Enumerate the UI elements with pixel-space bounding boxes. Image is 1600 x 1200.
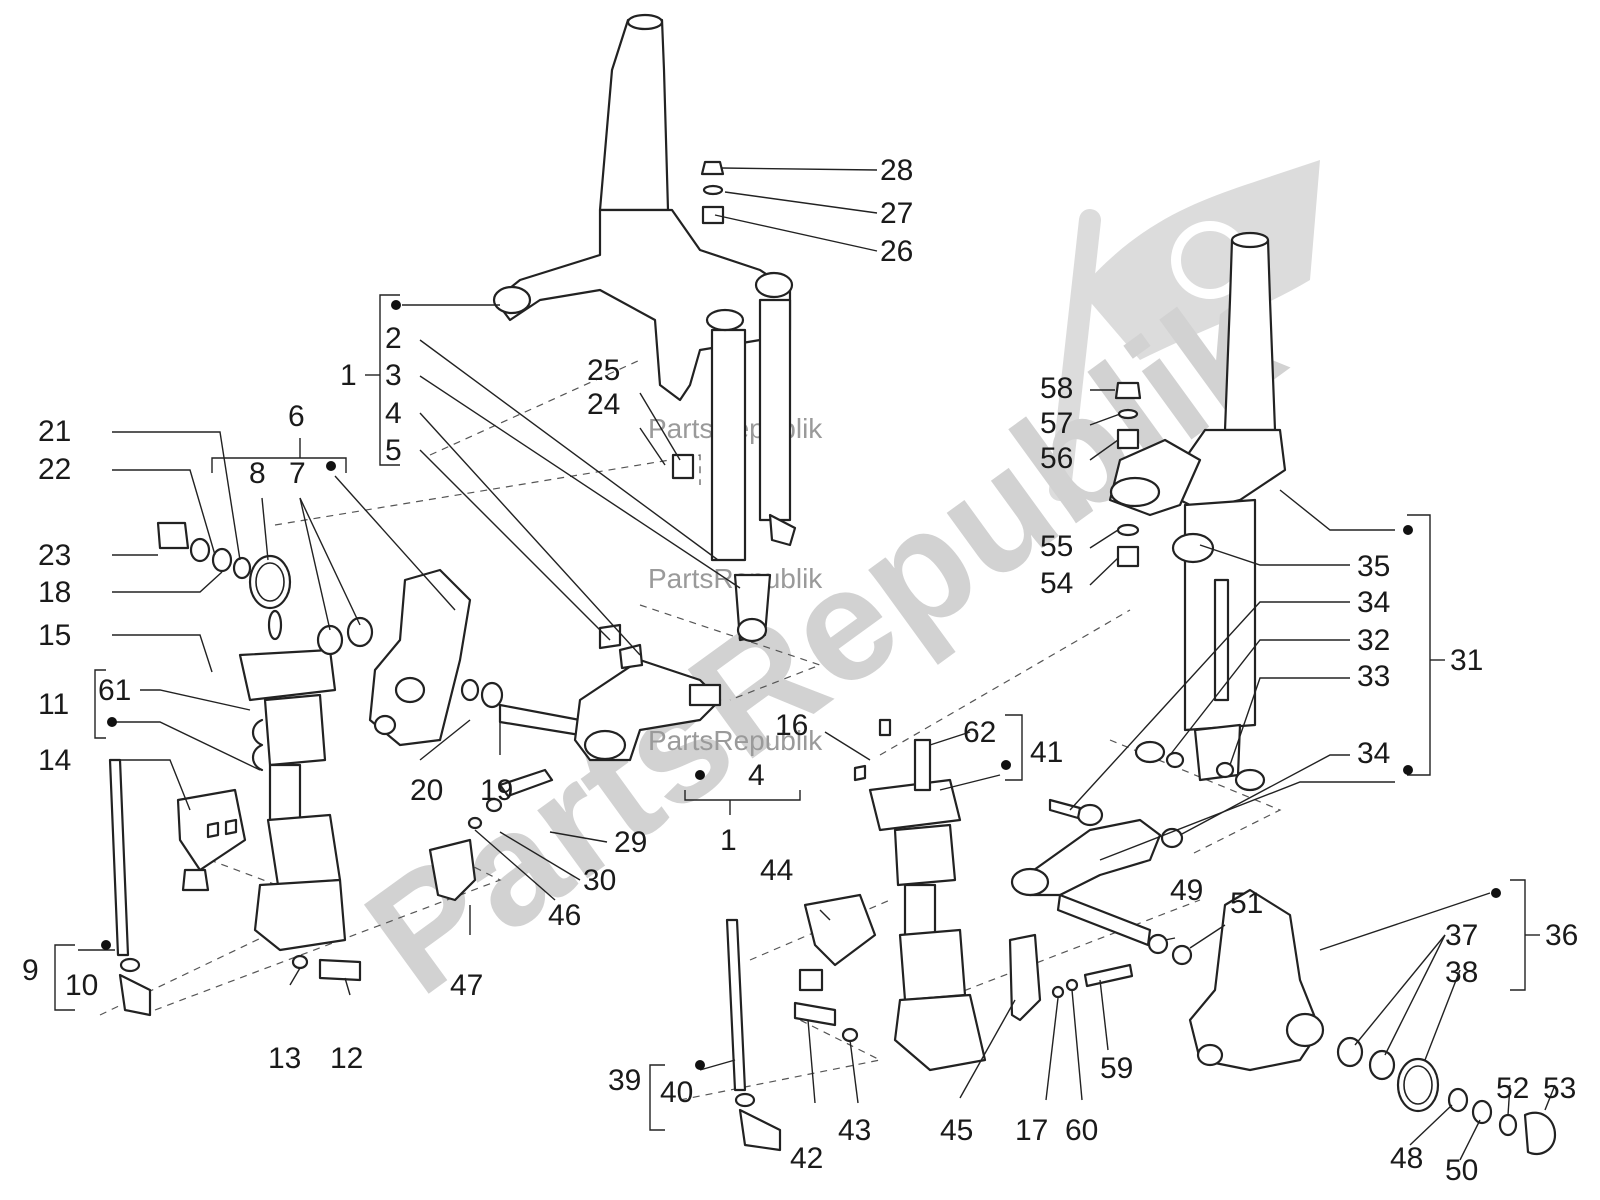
callout-38: 38	[1445, 956, 1478, 989]
callout-19: 19	[480, 774, 513, 807]
bolts-right	[793, 963, 1134, 1043]
callout-15: 15	[38, 619, 71, 652]
right-rod	[725, 918, 782, 1152]
bushings-upper	[671, 160, 725, 480]
left-rod	[108, 758, 362, 1017]
callout-20: 20	[410, 774, 443, 807]
right-shock-absorber	[798, 718, 1042, 1072]
callout-18: 18	[38, 576, 71, 609]
callout-1: 1	[340, 359, 357, 392]
callout-2: 2	[385, 322, 402, 355]
rings-left	[156, 521, 374, 656]
swing-arm-right	[1010, 798, 1193, 966]
hub-parts-right	[1336, 1036, 1557, 1156]
callout-6: 6	[288, 400, 305, 433]
callout-57: 57	[1040, 407, 1073, 440]
gear-flag-icon	[1049, 160, 1320, 501]
callout-60: 60	[1065, 1114, 1098, 1147]
callout-39: 39	[608, 1064, 641, 1097]
callout-47: 47	[450, 969, 483, 1002]
callout-26: 26	[880, 235, 913, 268]
callout-35: 35	[1357, 550, 1390, 583]
watermark-small-text-3: PartsRepublik	[648, 725, 823, 756]
callout-31: 31	[1450, 644, 1483, 677]
callout-3: 3	[385, 359, 402, 392]
callout-labels: 28 27 26 2 1 3 4 5 25 24 6 8 7 21 22 23 …	[22, 154, 1578, 1187]
callout-49: 49	[1170, 874, 1203, 907]
callout-61: 61	[98, 674, 131, 707]
bushings-right	[1114, 381, 1142, 568]
callout-33: 33	[1357, 660, 1390, 693]
knuckle-left	[368, 568, 472, 747]
callout-24: 24	[587, 388, 620, 421]
callout-43: 43	[838, 1114, 871, 1147]
steering-column-left	[492, 13, 797, 643]
callout-9: 9	[22, 954, 39, 987]
callout-4: 4	[385, 397, 402, 430]
bullet-dots	[101, 300, 1501, 1070]
leader-lines	[54, 167, 1556, 1161]
callout-42: 42	[790, 1142, 823, 1175]
callout-28: 28	[880, 154, 913, 187]
callout-21: 21	[38, 415, 71, 448]
callout-54: 54	[1040, 567, 1073, 600]
callout-29: 29	[614, 826, 647, 859]
callout-14: 14	[38, 744, 71, 777]
callout-46: 46	[548, 899, 581, 932]
knuckle-right	[1188, 888, 1325, 1072]
rings-right	[1134, 740, 1266, 792]
callout-53: 53	[1543, 1072, 1576, 1105]
callout-27: 27	[880, 197, 913, 230]
callout-4-lower: 4	[748, 759, 765, 792]
callout-34-lower: 34	[1357, 737, 1390, 770]
callout-62: 62	[963, 716, 996, 749]
callout-30: 30	[583, 864, 616, 897]
bracket-47	[428, 768, 554, 902]
callout-7: 7	[289, 457, 306, 490]
callout-16: 16	[775, 709, 808, 742]
callout-55: 55	[1040, 530, 1073, 563]
callout-12: 12	[330, 1042, 363, 1075]
callout-45: 45	[940, 1114, 973, 1147]
callout-25: 25	[587, 354, 620, 387]
callout-51: 51	[1230, 887, 1263, 920]
callout-59: 59	[1100, 1052, 1133, 1085]
callout-52: 52	[1496, 1072, 1529, 1105]
callout-41: 41	[1030, 736, 1063, 769]
callout-34: 34	[1357, 586, 1390, 619]
callout-44: 44	[760, 854, 793, 887]
callout-36: 36	[1545, 919, 1578, 952]
callout-1-lower: 1	[720, 824, 737, 857]
callout-50: 50	[1445, 1154, 1478, 1187]
callout-13: 13	[268, 1042, 301, 1075]
callout-23: 23	[38, 539, 71, 572]
left-shock-absorber	[176, 609, 347, 952]
callout-17: 17	[1015, 1114, 1048, 1147]
callout-5: 5	[385, 434, 402, 467]
callout-37: 37	[1445, 919, 1478, 952]
callout-48: 48	[1390, 1142, 1423, 1175]
callout-56: 56	[1040, 442, 1073, 475]
callout-10: 10	[65, 969, 98, 1002]
callout-32: 32	[1357, 624, 1390, 657]
callout-40: 40	[660, 1076, 693, 1109]
callout-58: 58	[1040, 372, 1073, 405]
assembly-lines	[99, 359, 1282, 1101]
callout-22: 22	[38, 453, 71, 486]
callout-8: 8	[249, 457, 266, 490]
callout-11: 11	[38, 688, 69, 721]
